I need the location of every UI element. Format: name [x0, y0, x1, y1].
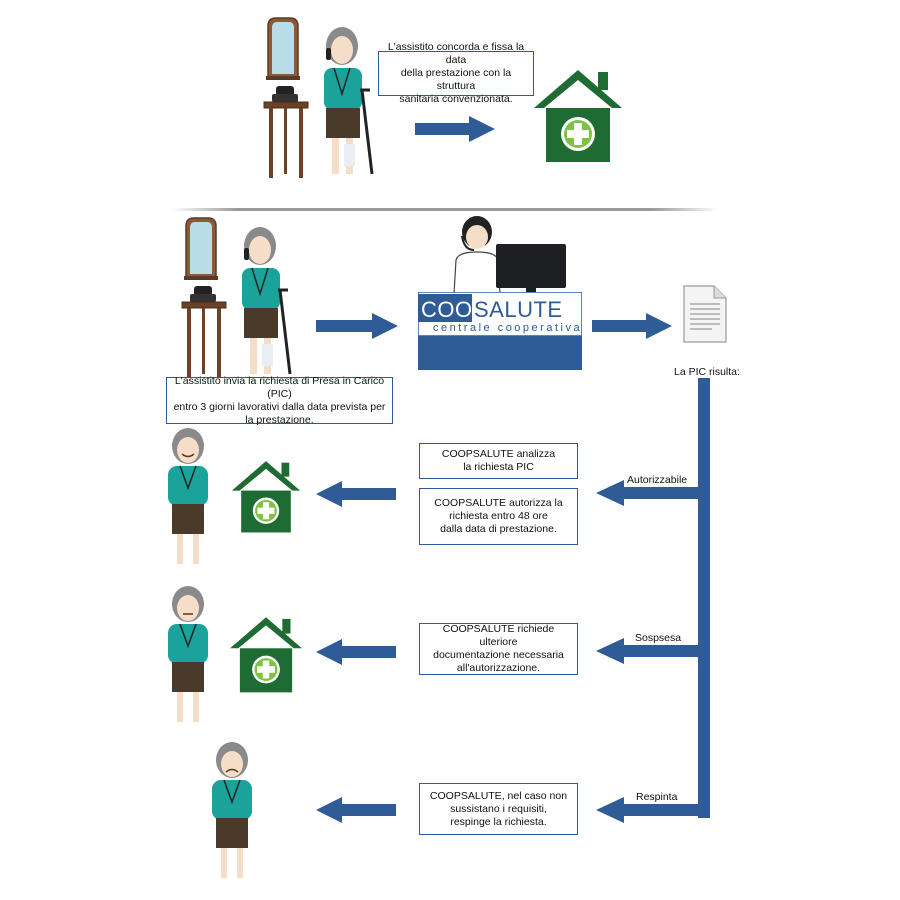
- desk-brand-coop: COOP: [421, 297, 488, 322]
- desk-subtitle: centrale cooperativa: [433, 322, 583, 334]
- right-arrow: [592, 313, 672, 339]
- outcome-box: COOPSALUTE, nel caso non sussistano i re…: [419, 783, 578, 835]
- health-house-icon: [231, 461, 301, 533]
- outcome-connector: [596, 378, 710, 823]
- elderly-woman-phone-icon: [324, 27, 374, 175]
- document-icon: [683, 285, 727, 343]
- request-box: L'assistito invia la richiesta di Presa …: [166, 375, 393, 426]
- operator-icon: [453, 216, 501, 294]
- outcome-box: COOPSALUTE analizza la richiesta PIC: [419, 443, 578, 479]
- health-house-icon: [230, 617, 302, 693]
- mirror-icon: [184, 217, 218, 280]
- computer-monitor-icon: [496, 244, 566, 296]
- elderly-woman-phone-icon: [242, 227, 292, 375]
- outcome-box: COOPSALUTE autorizza la richiesta entro …: [419, 488, 578, 545]
- coopsalute-desk: [418, 292, 582, 370]
- top-info-box: L'assistito concorda e fissa la data del…: [378, 41, 534, 105]
- left-arrow: [316, 797, 396, 823]
- pic-result-label: La PIC risulta:: [674, 366, 740, 378]
- outcome-box: COOPSALUTE richiede ulteriore documentaz…: [419, 623, 578, 675]
- mirror-icon: [266, 17, 300, 80]
- desk-brand-salute: SALUTE: [474, 297, 563, 322]
- woman-happy-icon: [168, 428, 208, 564]
- woman-neutral-icon: [168, 586, 208, 722]
- telephone-table-icon: [263, 86, 309, 178]
- outcome-label: Respinta: [636, 791, 678, 803]
- section-divider: [172, 208, 718, 211]
- right-arrow: [415, 116, 495, 142]
- outcome-label: Sospsesa: [635, 632, 682, 644]
- outcome-label: Autorizzabile: [627, 474, 688, 486]
- right-arrow: [316, 313, 398, 339]
- health-house-icon: [534, 70, 622, 162]
- woman-sad-icon: [212, 742, 252, 878]
- left-arrow: [316, 639, 396, 665]
- telephone-table-icon: [181, 286, 227, 378]
- left-arrow: [316, 481, 396, 507]
